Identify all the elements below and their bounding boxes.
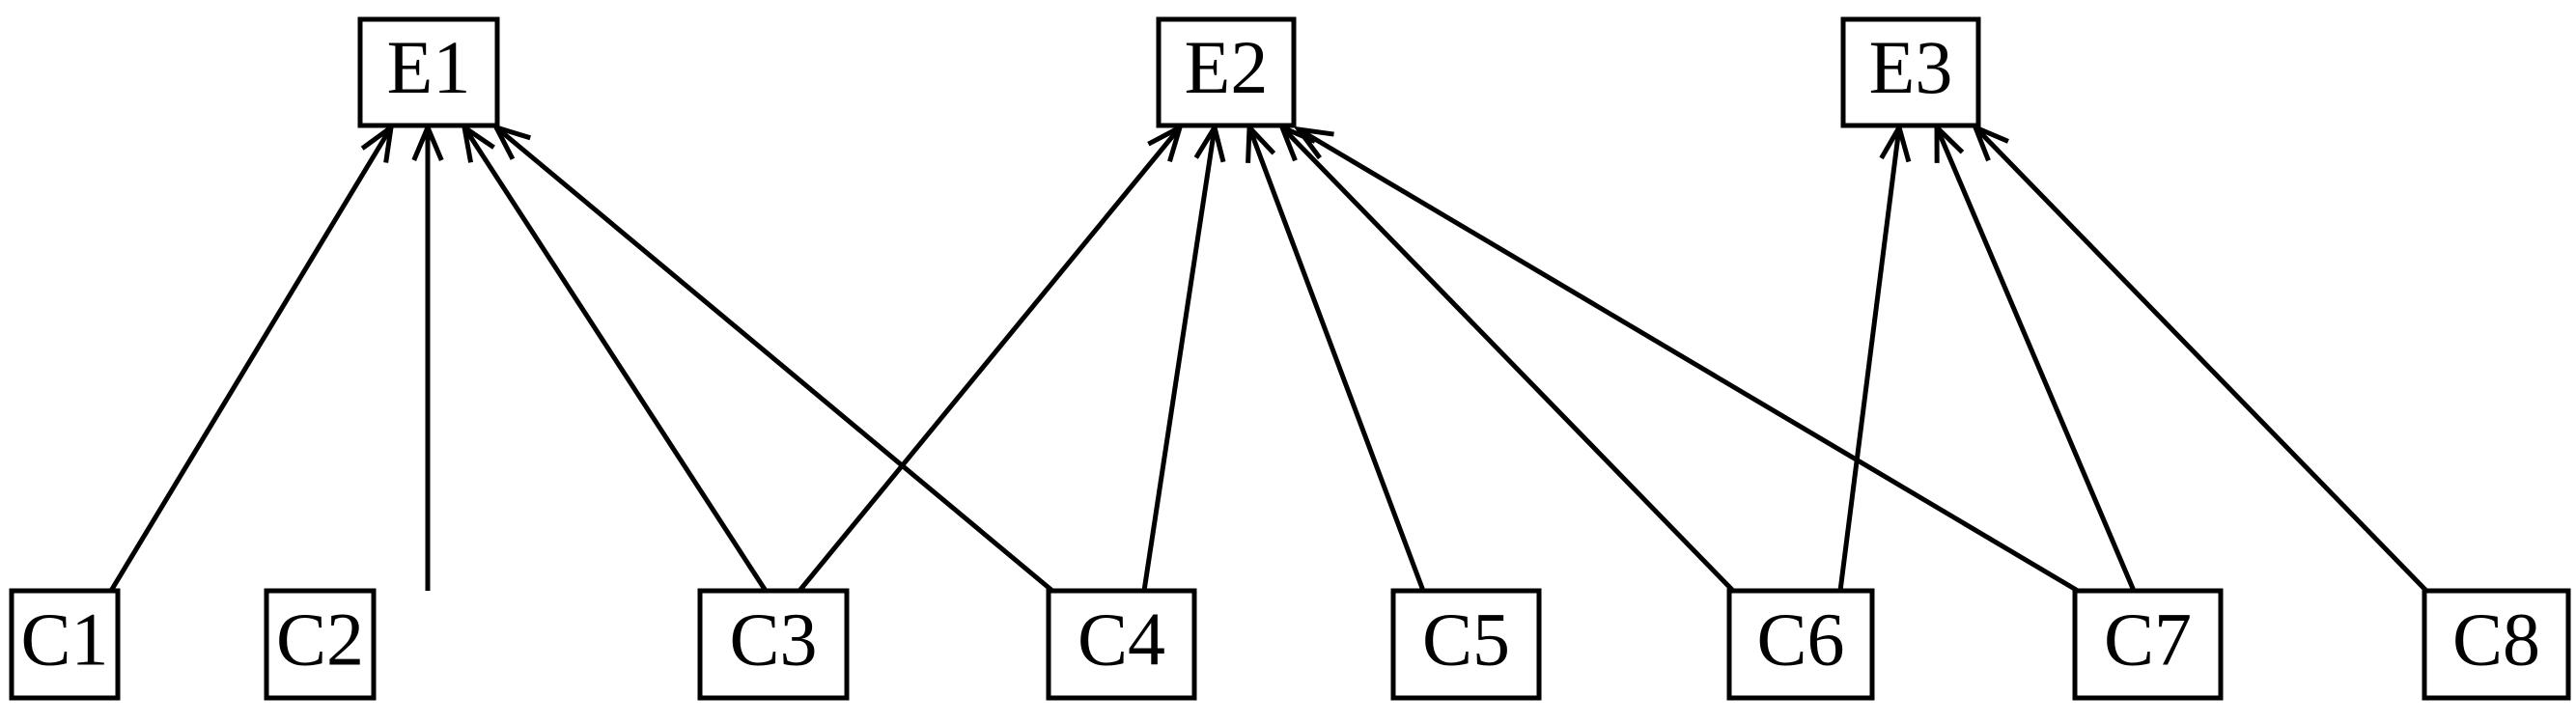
edge-line [494,125,1054,593]
cause-node-box[interactable] [1390,588,1542,701]
cause-node-box[interactable] [1726,588,1875,701]
edge-c7-to-e3 [1934,122,2137,592]
edge-c6-to-e3 [1837,121,1912,592]
node-e1[interactable]: E1 [357,16,500,128]
cause-node-box[interactable] [1046,588,1197,701]
edge-c4-to-e2 [1141,121,1226,592]
node-c7[interactable]: C7 [2072,588,2224,701]
effect-node-box[interactable] [1156,16,1297,128]
edge-line [1141,126,1218,592]
edge-line [1837,126,1902,592]
node-c6[interactable]: C6 [1726,588,1875,701]
node-c1[interactable]: C1 [9,588,121,701]
edge-line [1297,126,2080,594]
cause-node-box[interactable] [2422,588,2571,701]
arrowhead-icon [360,122,395,163]
edge-c1-to-e1 [108,122,395,593]
cause-node-box[interactable] [2072,588,2224,701]
edge-c5-to-e2 [1246,121,1426,592]
edge-c8-to-e3 [1971,123,2428,593]
effect-node-box[interactable] [357,16,500,128]
edge-line [1246,126,1426,592]
edge-c4-to-e1 [491,123,1054,593]
edge-c3-to-e1 [461,122,769,593]
edges-layer [108,121,2428,594]
edge-c2-to-e1 [411,121,444,591]
arrowhead-icon [461,122,495,163]
edge-line [108,125,394,593]
node-e2[interactable]: E2 [1156,16,1297,128]
edge-line [1280,125,1735,593]
edge-line [462,125,769,593]
edge-c6-to-e2 [1277,123,1735,593]
node-e3[interactable]: E3 [1840,16,1981,128]
edge-line [1934,126,2137,592]
cause-node-box[interactable] [697,588,850,701]
cause-node-box[interactable] [9,588,121,701]
cause-node-box[interactable] [264,588,377,701]
node-c5[interactable]: C5 [1390,588,1542,701]
edge-c7-to-e2 [1293,125,2080,594]
edge-line [798,125,1182,593]
node-c4[interactable]: C4 [1046,588,1197,701]
arrowhead-icon [1293,125,1334,160]
node-c2[interactable]: C2 [264,588,377,701]
effect-node-box[interactable] [1840,16,1981,128]
node-c3[interactable]: C3 [697,588,850,701]
edge-c3-to-e2 [798,123,1185,593]
node-c8[interactable]: C8 [2422,588,2571,701]
edge-line [1974,125,2428,593]
